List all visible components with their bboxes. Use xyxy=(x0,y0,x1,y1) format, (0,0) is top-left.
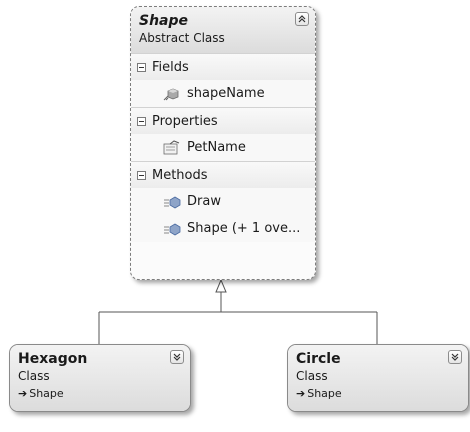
collapse-toggle-icon[interactable] xyxy=(137,116,146,126)
fields-title: Fields xyxy=(152,59,189,75)
hexagon-class-stereotype: Class xyxy=(18,369,50,383)
hexagon-class-name: Hexagon xyxy=(18,351,88,367)
methods-compartment-header[interactable]: Methods xyxy=(131,161,315,188)
property-name: PetName xyxy=(187,140,246,155)
expand-button[interactable] xyxy=(170,350,184,364)
hexagon-base-class: ➔Shape xyxy=(18,385,160,402)
double-chevron-up-icon xyxy=(298,15,306,23)
arrow-right-icon: ➔ xyxy=(18,387,28,400)
methods-title: Methods xyxy=(152,167,208,183)
double-chevron-down-icon xyxy=(451,353,459,361)
fields-compartment-header[interactable]: Fields xyxy=(131,53,315,80)
collapse-button[interactable] xyxy=(295,12,309,26)
property-icon xyxy=(163,139,180,154)
shape-class-header: Shape Abstract Class xyxy=(131,7,315,53)
method-name: Draw xyxy=(187,194,221,209)
hexagon-class-header: Hexagon Class ➔Shape xyxy=(10,345,190,411)
shape-class-stereotype: Abstract Class xyxy=(139,31,225,45)
collapse-toggle-icon[interactable] xyxy=(137,170,146,180)
method-item[interactable]: Draw xyxy=(131,188,315,215)
circle-class-stereotype: Class xyxy=(296,369,328,383)
circle-class-box[interactable]: Circle Class ➔Shape xyxy=(287,344,469,412)
properties-title: Properties xyxy=(152,113,218,129)
inheritance-arrowhead xyxy=(215,278,227,293)
method-name: Shape (+ 1 ove... xyxy=(187,221,301,236)
circle-base-name: Shape xyxy=(307,387,342,400)
circle-base-class: ➔Shape xyxy=(296,385,438,402)
collapse-toggle-icon[interactable] xyxy=(137,62,146,72)
hexagon-class-box[interactable]: Hexagon Class ➔Shape xyxy=(9,344,191,412)
expand-button[interactable] xyxy=(448,350,462,364)
double-chevron-down-icon xyxy=(173,353,181,361)
shape-class-name: Shape xyxy=(139,13,189,29)
method-icon xyxy=(164,223,181,235)
property-item[interactable]: PetName xyxy=(131,134,315,161)
method-item[interactable]: Shape (+ 1 ove... xyxy=(131,215,315,242)
shape-class-box[interactable]: Shape Abstract Class Fields shapeName Pr… xyxy=(130,6,316,280)
field-name: shapeName xyxy=(187,86,265,101)
shape-members: Fields shapeName Properties PetName xyxy=(131,53,315,242)
field-icon xyxy=(163,88,179,100)
arrow-right-icon: ➔ xyxy=(296,387,306,400)
method-icon xyxy=(164,196,181,208)
field-item[interactable]: shapeName xyxy=(131,80,315,107)
circle-class-header: Circle Class ➔Shape xyxy=(288,345,468,411)
properties-compartment-header[interactable]: Properties xyxy=(131,107,315,134)
hexagon-base-name: Shape xyxy=(29,387,64,400)
circle-class-name: Circle xyxy=(296,351,341,367)
